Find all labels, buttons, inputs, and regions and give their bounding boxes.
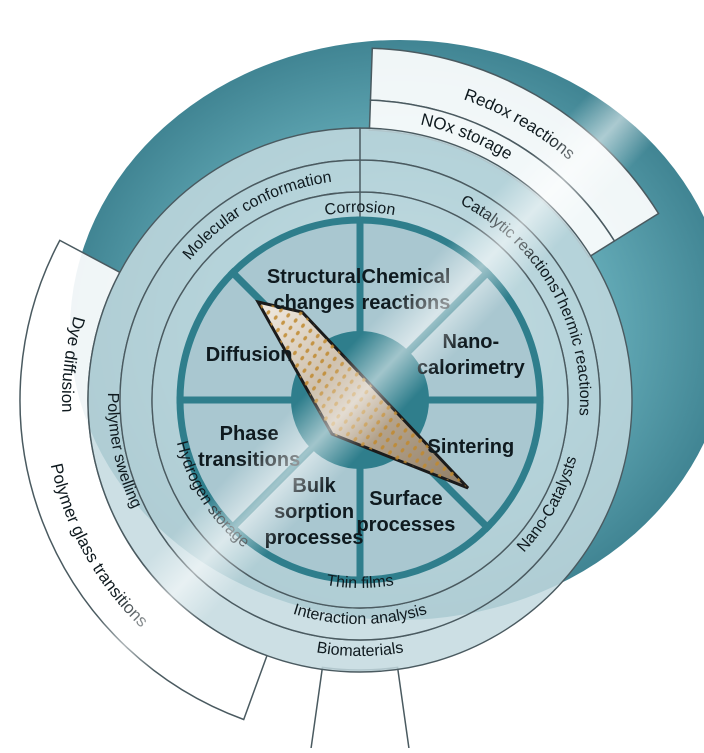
core-label-diffusion: Diffusion (206, 344, 293, 366)
label-thin-films: Thin films (325, 572, 394, 592)
core-label-sintering: Sintering (428, 436, 515, 458)
tab-bottom (310, 666, 410, 753)
